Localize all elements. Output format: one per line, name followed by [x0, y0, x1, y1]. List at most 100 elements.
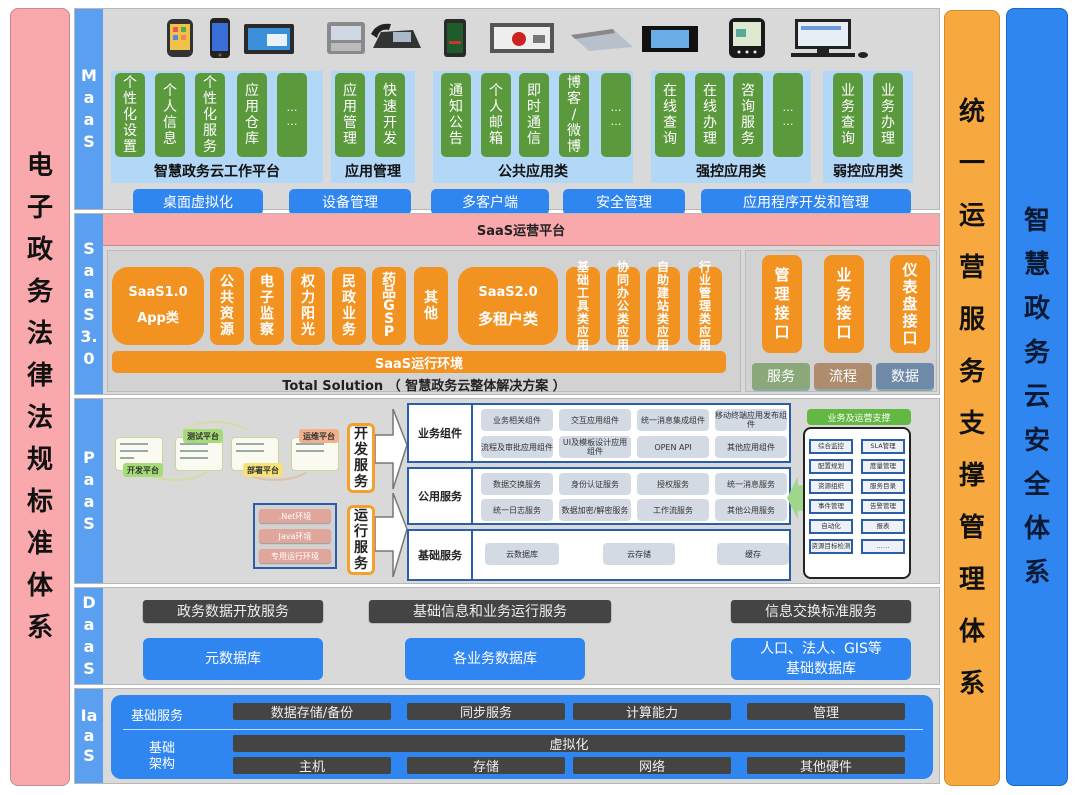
app-dev-management-button[interactable]: 应用程序开发和管理	[701, 189, 911, 215]
basic-service-cell[interactable]: 缓存	[717, 543, 789, 565]
maas-tile[interactable]: 业务查询	[833, 73, 863, 157]
maas-tile[interactable]: 个性化设置	[115, 73, 145, 157]
component-cell[interactable]: 统一消息集成组件	[637, 409, 709, 431]
ops-support-item[interactable]: 自动化	[809, 519, 853, 534]
saas2-app-tile[interactable]: 协同办公类应用	[606, 260, 640, 351]
virtualization-bar[interactable]: 虚拟化	[233, 735, 905, 753]
ops-support-item[interactable]: 综合监控	[809, 439, 853, 454]
maas-tile[interactable]: ……	[277, 73, 307, 157]
saas1-app-label: 药品GSP	[382, 271, 396, 340]
base-db[interactable]: 人口、法人、GIS等 基础数据库	[731, 638, 911, 680]
dev-platform-tag[interactable]: 开发平台	[123, 463, 163, 477]
component-cell[interactable]: 交互应用组件	[559, 409, 631, 431]
maas-tile[interactable]: ……	[601, 73, 631, 157]
saas2-box[interactable]: SaaS2.0 多租户类	[458, 267, 558, 345]
maas-tile[interactable]: 即时通信	[519, 73, 549, 157]
service-type-tile[interactable]: 服务	[752, 363, 810, 389]
desktop-virtualization-button[interactable]: 桌面虚拟化	[133, 189, 263, 215]
compute-tile[interactable]: 计算能力	[573, 703, 731, 721]
service-cell[interactable]: 统一消息服务	[715, 473, 787, 495]
management-tile[interactable]: 管理	[747, 703, 905, 721]
saas1-app-tile[interactable]: 其他	[414, 267, 448, 345]
ops-support-item[interactable]: SLA管理	[861, 439, 905, 454]
saas-ops-platform-bar[interactable]: SaaS运营平台	[103, 214, 939, 246]
basic-service-cell[interactable]: 云数据库	[485, 543, 559, 565]
component-cell[interactable]: OPEN API	[637, 436, 709, 458]
ops-platform-tag[interactable]: 运维平台	[299, 429, 339, 443]
dev-service-box[interactable]: 开发服务	[347, 423, 375, 493]
service-cell[interactable]: 身份认证服务	[559, 473, 631, 495]
management-interface-tile[interactable]: 管理接口	[762, 255, 802, 353]
saas1-app-tile[interactable]: 药品GSP	[372, 267, 406, 345]
run-service-box[interactable]: 运行服务	[347, 505, 375, 575]
saas2-app-tile[interactable]: 基础工具类应用	[566, 260, 600, 351]
dotnet-env-tile[interactable]: .Net环境	[259, 509, 331, 523]
java-env-tile[interactable]: Java环境	[259, 529, 331, 543]
ops-support-item[interactable]: ……	[861, 539, 905, 554]
service-cell[interactable]: 统一日志服务	[481, 499, 553, 521]
service-cell[interactable]: 其他公用服务	[715, 499, 787, 521]
ops-support-item[interactable]: 资源组织	[809, 479, 853, 494]
maas-tile[interactable]: 业务办理	[873, 73, 903, 157]
ops-support-item[interactable]: 服务目录	[861, 479, 905, 494]
saas1-app-tile[interactable]: 电子监察	[250, 267, 284, 345]
ops-support-item[interactable]: 配置规划	[809, 459, 853, 474]
network-tile[interactable]: 网络	[573, 757, 731, 775]
saas2-app-tile[interactable]: 自助建站类应用	[646, 260, 680, 351]
basic-info-service[interactable]: 基础信息和业务运行服务	[369, 600, 611, 622]
component-cell[interactable]: 移动终端应用发布组件	[715, 409, 787, 431]
other-hardware-tile[interactable]: 其他硬件	[747, 757, 905, 775]
saas1-box[interactable]: SaaS1.0 App类	[112, 267, 204, 345]
maas-tile[interactable]: 通知公告	[441, 73, 471, 157]
ops-support-item[interactable]: 报表	[861, 519, 905, 534]
storage-backup-tile[interactable]: 数据存储/备份	[233, 703, 391, 721]
component-cell[interactable]: UI及模板设计应用组件	[559, 436, 631, 458]
saas-runtime-bar[interactable]: SaaS运行环境	[112, 351, 726, 373]
gov-data-open-service[interactable]: 政务数据开放服务	[143, 600, 323, 622]
service-cell[interactable]: 数据加密/解密服务	[559, 499, 631, 521]
maas-tile[interactable]: 咨询服务	[733, 73, 763, 157]
ops-support-item[interactable]: 告警管理	[861, 499, 905, 514]
business-db[interactable]: 各业务数据库	[405, 638, 585, 680]
dedicated-env-tile[interactable]: 专用运行环境	[259, 549, 331, 563]
maas-tile[interactable]: 在线查询	[655, 73, 685, 157]
saas1-app-tile[interactable]: 公共资源	[210, 267, 244, 345]
maas-tile[interactable]: 个性化服务	[195, 73, 225, 157]
multi-client-button[interactable]: 多客户端	[431, 189, 549, 215]
data-type-tile[interactable]: 数据	[876, 363, 934, 389]
saas1-app-tile[interactable]: 权力阳光	[291, 267, 325, 345]
dashboard-interface-tile[interactable]: 仪表盘接口	[890, 255, 930, 353]
service-cell[interactable]: 数据交换服务	[481, 473, 553, 495]
component-cell[interactable]: 其他应用组件	[715, 436, 787, 458]
basic-service-cell[interactable]: 云存储	[603, 543, 675, 565]
info-exchange-service[interactable]: 信息交换标准服务	[731, 600, 911, 622]
process-type-tile[interactable]: 流程	[814, 363, 872, 389]
saas2-app-tile[interactable]: 行业管理类应用	[688, 260, 722, 351]
maas-tile[interactable]: ……	[773, 73, 803, 157]
maas-tile[interactable]: 个人信息	[155, 73, 185, 157]
maas-tile[interactable]: 在线办理	[695, 73, 725, 157]
maas-tile[interactable]: 个人邮箱	[481, 73, 511, 157]
service-cell[interactable]: 授权服务	[637, 473, 709, 495]
maas-tile[interactable]: 应用仓库	[237, 73, 267, 157]
component-cell[interactable]: 流程及审批应用组件	[481, 436, 553, 458]
maas-tile[interactable]: 快速开发	[375, 73, 405, 157]
host-tile[interactable]: 主机	[233, 757, 391, 775]
device-management-button[interactable]: 设备管理	[289, 189, 411, 215]
deploy-platform-tag[interactable]: 部署平台	[243, 463, 283, 477]
maas-tile[interactable]: 博客/微博	[559, 73, 589, 157]
sync-service-tile[interactable]: 同步服务	[407, 703, 565, 721]
business-interface-tile[interactable]: 业务接口	[824, 255, 864, 353]
ops-support-item[interactable]: 度量管理	[861, 459, 905, 474]
security-management-button[interactable]: 安全管理	[563, 189, 685, 215]
service-cell[interactable]: 工作流服务	[637, 499, 709, 521]
ops-support-item[interactable]: 资源目标检测	[809, 539, 853, 554]
component-cell[interactable]: 业务相关组件	[481, 409, 553, 431]
storage-tile[interactable]: 存储	[407, 757, 565, 775]
metadata-db[interactable]: 元数据库	[143, 638, 323, 680]
maas-tile[interactable]: 应用管理	[335, 73, 365, 157]
test-platform-tag[interactable]: 测试平台	[183, 429, 223, 443]
saas1-app-tile[interactable]: 民政业务	[332, 267, 366, 345]
ops-support-item[interactable]: 事件管理	[809, 499, 853, 514]
saas1-app-label: 电子监察	[260, 274, 274, 338]
